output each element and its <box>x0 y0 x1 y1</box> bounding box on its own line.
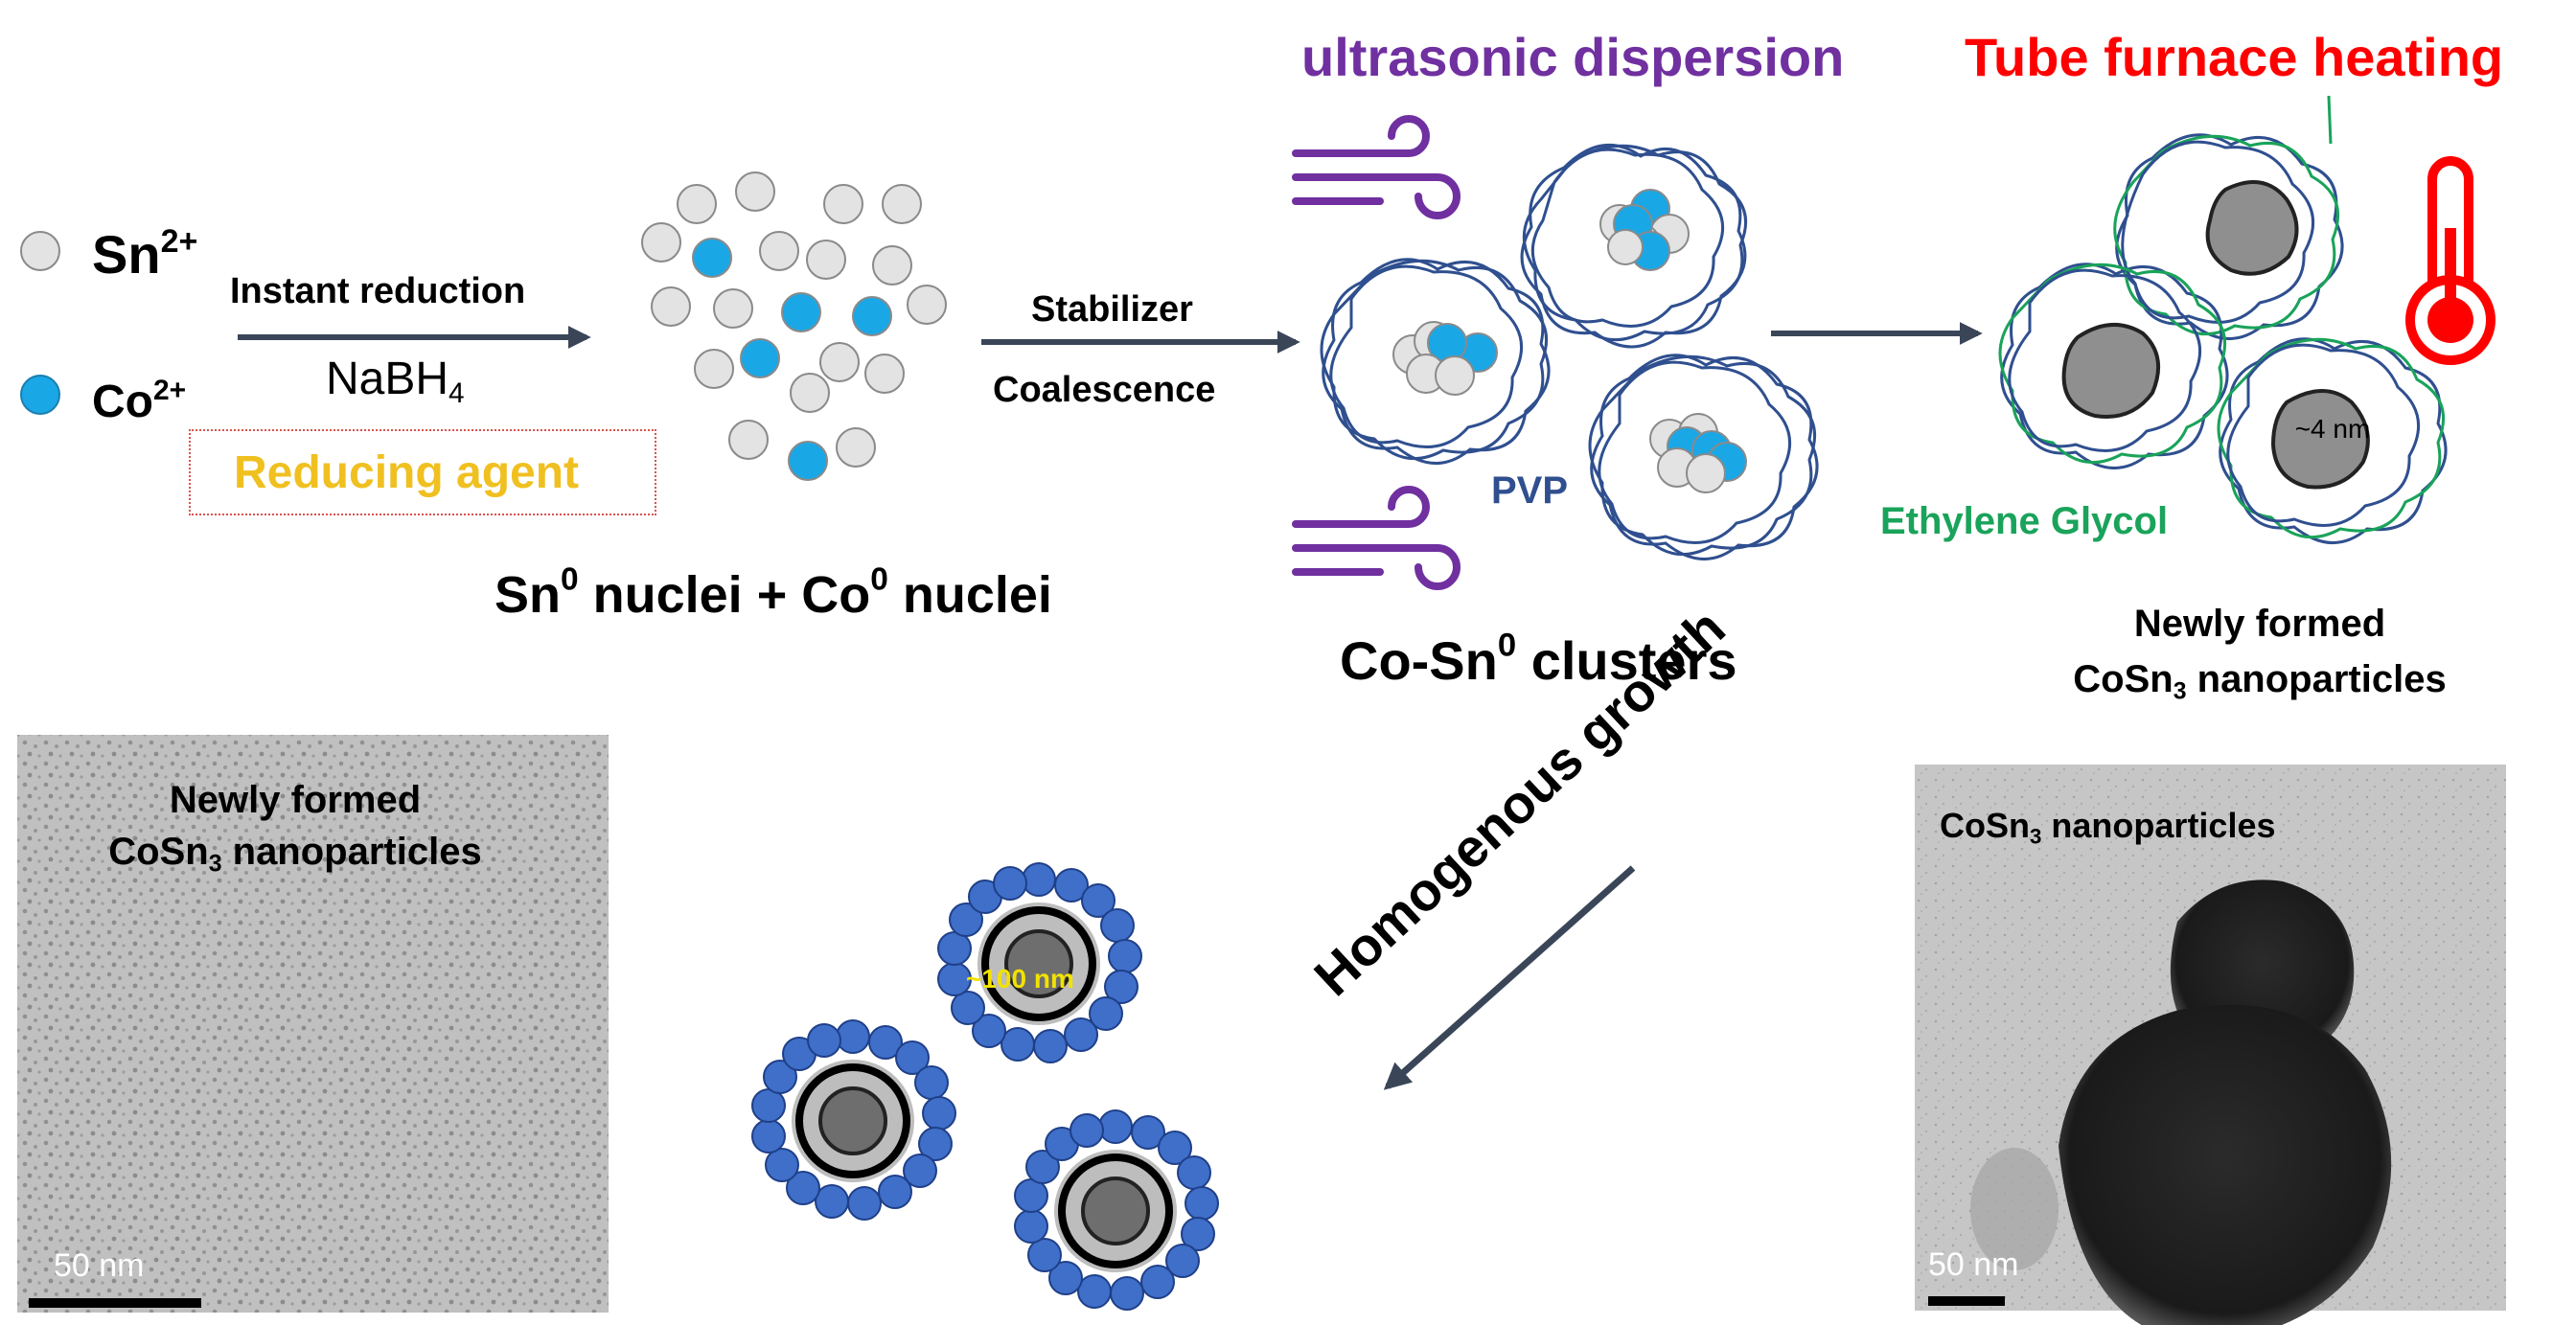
co-ion-symbol <box>20 375 60 415</box>
tem-left-line1: Newly formed <box>169 779 422 821</box>
cluster-3-core <box>1649 413 1747 493</box>
core-shell-particle-top <box>937 862 1142 1063</box>
reducing-agent-label: Reducing agent <box>234 447 580 498</box>
ultrasonic-wind-icon-lower <box>1292 486 1460 590</box>
nuclei-middle: nuclei + Co <box>578 566 871 624</box>
nabh4-subscript: 4 <box>448 377 465 409</box>
np-shell-3 <box>2217 337 2448 544</box>
sn-ion-text: Sn <box>92 224 161 285</box>
tem-left-caption: Newly formed CoSn3 nanoparticles <box>84 774 506 878</box>
thermometer-icon <box>2405 156 2496 365</box>
growth-arrow <box>1383 865 1636 1090</box>
ethylene-glycol-label: Ethylene Glycol <box>1880 500 2169 542</box>
co-ion-charge: 2+ <box>152 375 187 406</box>
tem-left-sub: 3 <box>208 851 222 878</box>
clusters-sup: 0 <box>1497 627 1517 664</box>
np-shell-2 <box>1998 263 2229 469</box>
nabh4-text: NaBH <box>326 354 449 404</box>
nuclei-sn: Sn <box>494 566 562 624</box>
tem-left-cosn: CoSn <box>108 831 209 873</box>
np-core-3 <box>2270 389 2370 490</box>
tem-left-line2: CoSn3 nanoparticles <box>84 826 506 878</box>
tem-image-left <box>17 735 609 1313</box>
np-core-1 <box>2205 180 2299 276</box>
newly-formed-line1: Newly formed <box>2133 603 2386 645</box>
clusters-suffix: clusters <box>1516 630 1737 691</box>
tem-right-cosn: CoSn <box>1940 806 2030 845</box>
nuclei-sn-sup: 0 <box>561 561 579 598</box>
tem-right-sub: 3 <box>2030 824 2042 849</box>
co-ion-text: Co <box>92 377 153 427</box>
pvp-coil-2 <box>1320 258 1551 465</box>
tube-furnace-label: Tube furnace heating <box>1965 27 2504 87</box>
nuclei-suffix: nuclei <box>887 566 1052 624</box>
sn-ion-label: Sn2+ <box>92 225 197 282</box>
newly-formed-label: Newly formed CoSn3 nanoparticles <box>2030 596 2490 707</box>
core-shell-particle-left <box>751 1019 956 1221</box>
newly-formed-line2: CoSn3 nanoparticles <box>2030 651 2490 707</box>
tem-right-caption: CoSn3 nanoparticles <box>1940 806 2276 848</box>
sn-ion-symbol <box>20 231 60 271</box>
ultrasonic-dispersion-label: ultrasonic dispersion <box>1301 27 1845 87</box>
reducing-agent-box <box>189 429 656 515</box>
tem-left-scale-label: 50 nm <box>54 1247 145 1284</box>
nuclei-cloud <box>641 171 947 481</box>
pvp-coil-3 <box>1588 354 1819 560</box>
tem-right-scale-label: 50 nm <box>1928 1246 2019 1283</box>
nuclei-co-sup: 0 <box>870 561 888 598</box>
tem-left-suffix: nanoparticles <box>221 831 482 873</box>
nabh4-label: NaBH4 <box>326 354 465 408</box>
cluster-2-core <box>1392 321 1498 396</box>
pvp-label: PVP <box>1491 469 1569 512</box>
cluster-1-core <box>1599 189 1690 271</box>
clusters-label: Co-Sn0 clusters <box>1340 628 1737 688</box>
np-shell-1 <box>2113 95 2344 340</box>
newly-formed-sub: 3 <box>2173 678 2187 705</box>
clusters-prefix: Co-Sn <box>1340 630 1498 691</box>
core-size-label: ~100 nm <box>966 964 1074 994</box>
ultrasonic-wind-icon <box>1292 115 1460 219</box>
coalescence-label: Coalescence <box>993 370 1216 410</box>
tem-image-right <box>1915 765 2506 1325</box>
tem-right-suffix: nanoparticles <box>2041 806 2276 845</box>
newly-formed-cosn: CoSn <box>2073 658 2174 700</box>
pvp-coil-1 <box>1520 143 1748 349</box>
co-ion-label: Co2+ <box>92 377 186 425</box>
np-size-label: ~4 nm <box>2294 414 2371 444</box>
stabilizer-label: Stabilizer <box>1031 289 1193 330</box>
core-shell-particle-right <box>1014 1109 1219 1311</box>
newly-formed-suffix: nanoparticles <box>2186 658 2447 700</box>
nuclei-label: Sn0 nuclei + Co0 nuclei <box>494 563 1052 624</box>
sn-ion-charge: 2+ <box>160 223 198 260</box>
instant-reduction-label: Instant reduction <box>230 271 526 311</box>
np-core-2 <box>2061 322 2160 419</box>
